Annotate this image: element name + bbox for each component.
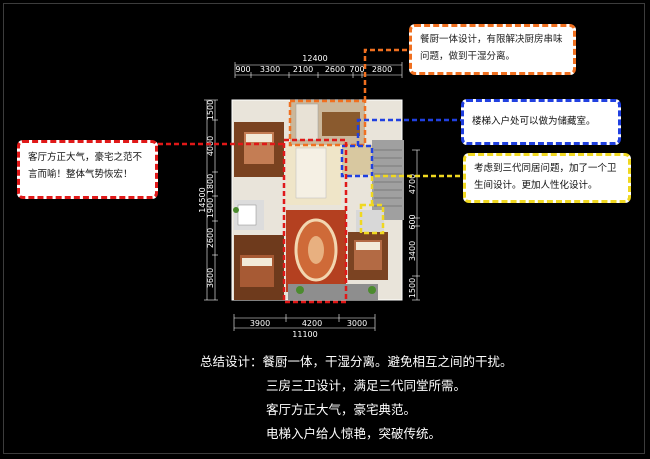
bath-leader — [370, 174, 463, 205]
dim-top-2: 3300 — [260, 65, 280, 74]
leader-lines — [158, 48, 463, 205]
dim-left-total: 14500 — [198, 187, 207, 212]
dim-right-3: 3400 — [408, 241, 417, 261]
dim-top-4: 2600 — [325, 65, 345, 74]
summary-line-1: 总结设计：餐厨一体，干湿分离。避免相互之间的干扰。 — [200, 354, 513, 369]
dimension-lines — [204, 62, 420, 331]
dim-bottom-3: 3000 — [347, 319, 367, 328]
dim-bottom-1: 3900 — [250, 319, 270, 328]
dim-top-1: 900 — [235, 65, 250, 74]
living-callout: 客厅方正大气，豪宅之范不言而喻！整体气势恢宏！ — [17, 140, 158, 199]
dimension-labels: 12400 900 3300 2100 2600 700 2800 14500 … — [198, 54, 417, 339]
summary-line-3: 客厅方正大气，豪宅典范。 — [266, 402, 417, 417]
dim-left-3: 1800 — [206, 174, 215, 194]
dim-top-total: 12400 — [302, 54, 327, 63]
page-frame — [3, 3, 645, 454]
bath-callout: 考虑到三代同居问题，加了一个卫生间设计。更加人性化设计。 — [463, 153, 631, 203]
stair-leader — [356, 118, 461, 146]
kitchen-zone — [288, 99, 367, 147]
summary-line-4: 电梯入户给人惊艳，突破传统。 — [266, 426, 442, 441]
kitchen-callout: 餐厨一体设计，有限解决厨房串味问题，做到干湿分离。 — [409, 24, 576, 75]
summary-line-2: 三房三卫设计，满足三代同堂所需。 — [266, 378, 467, 393]
dim-left-5: 2600 — [206, 228, 215, 248]
dim-right-2: 600 — [408, 214, 417, 229]
plan-rooms — [231, 99, 404, 301]
dim-top-5: 700 — [349, 65, 364, 74]
dim-left-6: 3600 — [206, 268, 215, 288]
dim-left-1: 1500 — [206, 100, 215, 120]
dim-right-1: 4700 — [408, 174, 417, 194]
dim-bottom-total: 11100 — [292, 330, 317, 339]
dim-top-6: 2800 — [372, 65, 392, 74]
dim-bottom-2: 4200 — [302, 319, 322, 328]
stair-callout: 楼梯入户处可以做为储藏室。 — [461, 99, 621, 145]
dim-right-4: 1500 — [408, 278, 417, 298]
kitchen-leader — [363, 48, 409, 101]
dim-left-2: 4000 — [206, 136, 215, 156]
dim-top-3: 2100 — [293, 65, 313, 74]
dim-left-4: 1900 — [206, 198, 215, 218]
stair-zone — [340, 144, 374, 178]
